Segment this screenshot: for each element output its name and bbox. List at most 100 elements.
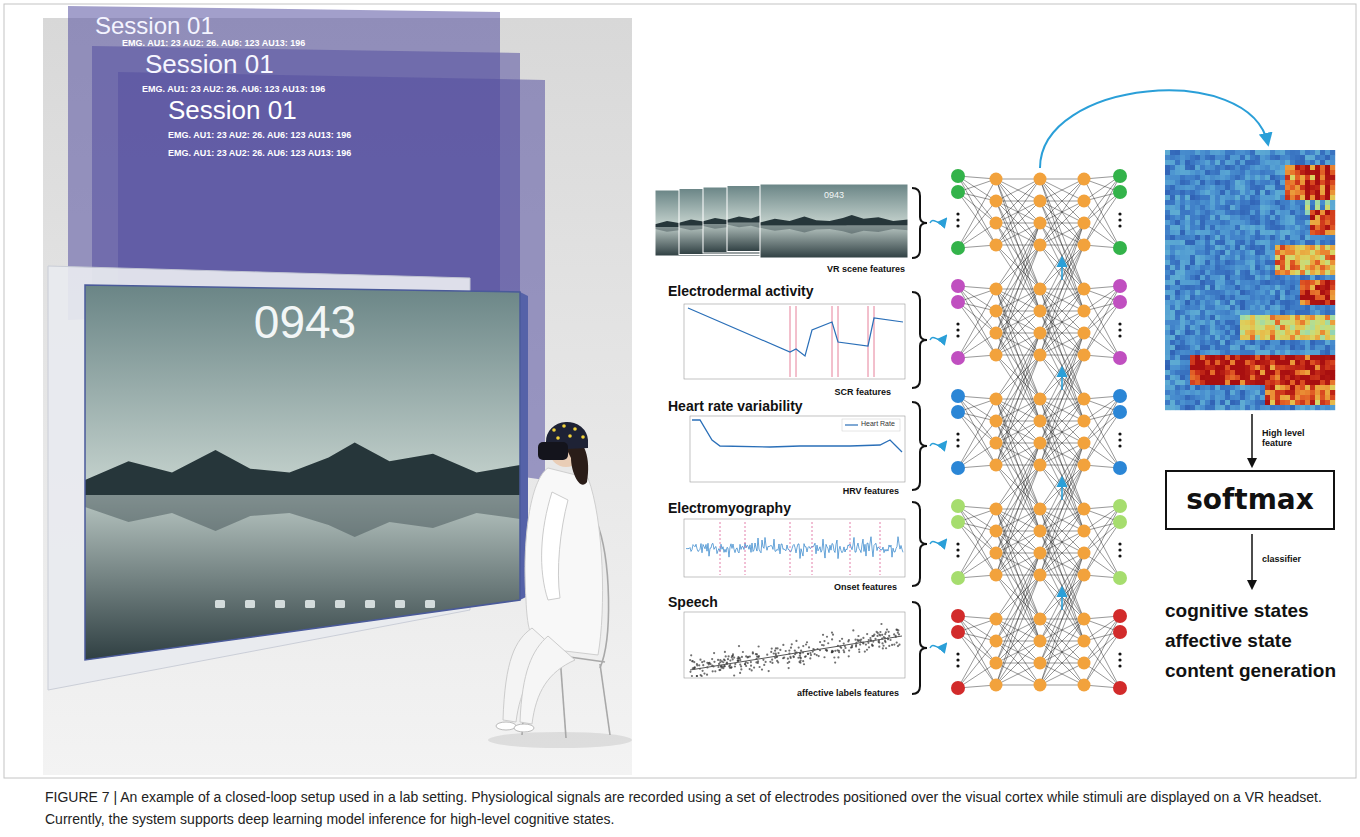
- neural-network: [1040, 333, 1084, 355]
- neural-network: [1061, 258, 1063, 280]
- spectrogram: [1205, 280, 1210, 285]
- neural-network: [1040, 289, 1084, 421]
- speech-scatter: [831, 651, 833, 653]
- spectrogram: [1245, 280, 1250, 285]
- neural-network: [956, 664, 959, 667]
- spectrogram: [1225, 250, 1230, 255]
- spectrogram: [1205, 255, 1210, 260]
- speech-scatter: [805, 655, 807, 657]
- spectrogram: [1280, 210, 1285, 215]
- spectrogram: [1265, 235, 1270, 240]
- spectrogram: [1295, 295, 1300, 300]
- neural-network: [951, 185, 965, 199]
- speech-scatter: [745, 655, 747, 657]
- neural-network: [1040, 311, 1084, 421]
- spectrogram: [1320, 255, 1325, 260]
- spectrogram: [1290, 260, 1295, 265]
- speech-scatter: [773, 652, 775, 654]
- spectrogram: [1260, 175, 1265, 180]
- spectrogram: [1175, 210, 1180, 215]
- spectrogram: [1295, 265, 1300, 270]
- spectrogram: [1215, 260, 1220, 265]
- neural-network: [1040, 355, 1084, 356]
- neural-network: [1040, 179, 1084, 201]
- neural-network: [1040, 311, 1084, 355]
- neural-network: [996, 509, 1040, 619]
- neural-network: [1040, 575, 1084, 619]
- spectrogram: [1270, 230, 1275, 235]
- spectrogram: [1175, 225, 1180, 230]
- speech-scatter: [739, 672, 741, 674]
- neural-network: [1113, 295, 1127, 309]
- neural-network: [996, 531, 1040, 619]
- spectrogram: [1325, 170, 1330, 175]
- neural-network: [990, 459, 1003, 472]
- spectrogram: [1190, 225, 1195, 230]
- spectrogram: [1235, 255, 1240, 260]
- spectrogram: [1280, 215, 1285, 220]
- speech-scatter: [699, 659, 701, 661]
- speech-scatter: [794, 649, 796, 651]
- neural-network: [1040, 245, 1084, 355]
- main-screen: [85, 495, 520, 537]
- spectrogram: [1295, 195, 1300, 200]
- spectrogram: [1165, 210, 1170, 215]
- spectrogram: [1190, 205, 1195, 210]
- spectrogram: [1290, 210, 1295, 215]
- neural-network: [1040, 245, 1084, 289]
- neural-network: [1084, 506, 1120, 575]
- neural-network: [996, 179, 1040, 289]
- spectrogram: [1220, 230, 1225, 235]
- speech-scatter: [737, 657, 739, 659]
- spectrogram: [1290, 180, 1295, 185]
- spectrogram: [1210, 235, 1215, 240]
- speech-scatter: [776, 647, 778, 649]
- spectrogram: [1270, 175, 1275, 180]
- neural-network: [1078, 239, 1091, 252]
- speech-scatter: [733, 656, 735, 658]
- spectrogram: [1235, 205, 1240, 210]
- spectrogram: [1250, 245, 1255, 250]
- neural-network: [1061, 588, 1063, 610]
- spectrogram: [1165, 265, 1170, 270]
- spectrogram: [1285, 205, 1290, 210]
- emg-chart: [684, 519, 905, 577]
- spectrogram: [1170, 155, 1175, 160]
- spectrogram: [1305, 185, 1310, 190]
- neural-network: [996, 421, 1040, 509]
- neural-network: [1078, 327, 1091, 340]
- neural-network: [956, 548, 959, 551]
- spectrogram: [1295, 235, 1300, 240]
- speech-scatter: [691, 660, 693, 662]
- spectrogram: [1250, 175, 1255, 180]
- neural-network: [1040, 223, 1084, 311]
- neural-network: [996, 179, 1040, 311]
- spectrogram: [1185, 220, 1190, 225]
- neural-network: [996, 245, 1040, 246]
- spectrogram: [1185, 185, 1190, 190]
- spectrogram: [1220, 245, 1225, 250]
- spectrogram: [1255, 290, 1260, 295]
- eda-chart: [874, 306, 875, 377]
- spectrogram: [1310, 285, 1315, 290]
- spectrogram: [1225, 220, 1230, 225]
- spectrogram: [1250, 195, 1255, 200]
- spectrogram: [1180, 300, 1185, 305]
- speech-scatter: [793, 656, 795, 658]
- neural-network: [1040, 619, 1084, 663]
- spectrogram: [1255, 175, 1260, 180]
- spectrogram: [1330, 160, 1335, 165]
- spectrogram: [1240, 160, 1245, 165]
- spectrogram: [1325, 225, 1330, 230]
- spectrogram: [1230, 155, 1235, 160]
- spectrogram: [1320, 225, 1325, 230]
- neural-network: [996, 663, 1040, 685]
- spectrogram: [1315, 165, 1320, 170]
- feature-brace: [930, 644, 946, 648]
- spectrogram: [1230, 210, 1235, 215]
- speech-scatter: [689, 659, 691, 661]
- neural-network: [1040, 355, 1084, 421]
- spectrogram: [1210, 180, 1215, 185]
- neural-network: [1113, 185, 1127, 199]
- spectrogram: [1260, 240, 1265, 245]
